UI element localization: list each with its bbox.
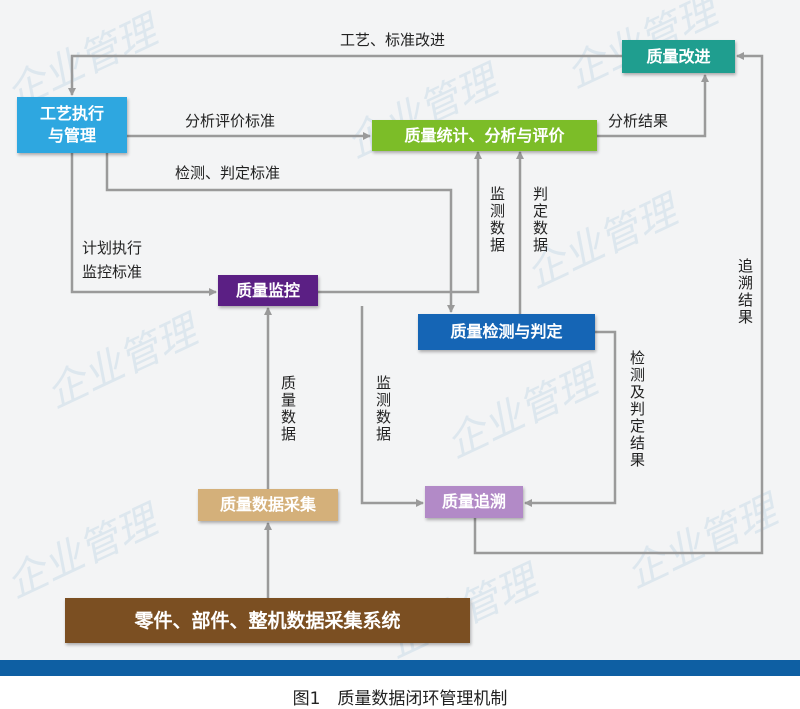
figure-caption: 图1 质量数据闭环管理机制 bbox=[292, 689, 508, 709]
box-label: 质量统计、分析与评价 bbox=[404, 125, 565, 145]
box-label: 工艺执行 与管理 bbox=[39, 104, 104, 145]
label-trace-result: 追溯结果 bbox=[736, 258, 754, 326]
label-process-std-improve: 工艺、标准改进 bbox=[340, 31, 446, 49]
quality-data-collection-box: 质量数据采集 bbox=[198, 489, 338, 521]
diagram-canvas: 企业管理 企业管理 企业管理 企业管理 企业管理 企业管理 企业管理 企业管理 … bbox=[0, 0, 800, 660]
label-analysis-std: 分析评价标准 bbox=[185, 112, 276, 130]
quality-inspection-box: 质量检测与判定 bbox=[418, 314, 595, 350]
arrow-inspect-to-trace bbox=[524, 330, 617, 507]
label-inspect-result: 检测及判定结果 bbox=[628, 350, 646, 469]
quality-statistics-box: 质量统计、分析与评价 bbox=[372, 120, 597, 151]
data-collection-system-box: 零件、部件、整机数据采集系统 bbox=[65, 598, 470, 643]
arrow-monitor-to-stats bbox=[318, 151, 482, 294]
label-analysis-result: 分析结果 bbox=[608, 112, 669, 130]
arrow-monitor-to-trace bbox=[360, 306, 424, 507]
box-label: 质量监控 bbox=[235, 280, 300, 300]
box-label: 质量数据采集 bbox=[219, 495, 316, 514]
arrow-process-to-inspect bbox=[105, 153, 455, 313]
label-plan-execution: 计划执行 bbox=[82, 239, 143, 257]
arrow-improve-to-process bbox=[68, 54, 622, 96]
box-label: 零件、部件、整机数据采集系统 bbox=[134, 609, 401, 632]
arrow-trace-to-improve bbox=[473, 52, 764, 555]
box-label: 质量追溯 bbox=[441, 492, 506, 511]
box-label: 质量检测与判定 bbox=[450, 322, 563, 341]
label-inspect-std: 检测、判定标准 bbox=[175, 164, 281, 182]
label-judge-data: 判定数据 bbox=[531, 186, 549, 254]
connector-lines bbox=[68, 52, 764, 598]
arrow-process-to-monitor bbox=[70, 153, 217, 296]
quality-monitoring-box: 质量监控 bbox=[218, 275, 318, 306]
quality-improvement-box: 质量改进 bbox=[622, 40, 735, 73]
process-execution-box: 工艺执行 与管理 bbox=[17, 97, 127, 153]
arrow-stats-to-improve bbox=[597, 74, 709, 138]
label-monitor-data-down: 监测数据 bbox=[374, 375, 392, 443]
footer-bar bbox=[0, 660, 800, 676]
quality-traceability-box: 质量追溯 bbox=[425, 486, 523, 518]
label-monitor-data-up: 监测数据 bbox=[488, 186, 506, 254]
label-monitor-std: 监控标准 bbox=[82, 263, 143, 281]
label-quality-data: 质量数据 bbox=[279, 375, 297, 443]
box-label: 质量改进 bbox=[646, 46, 711, 66]
